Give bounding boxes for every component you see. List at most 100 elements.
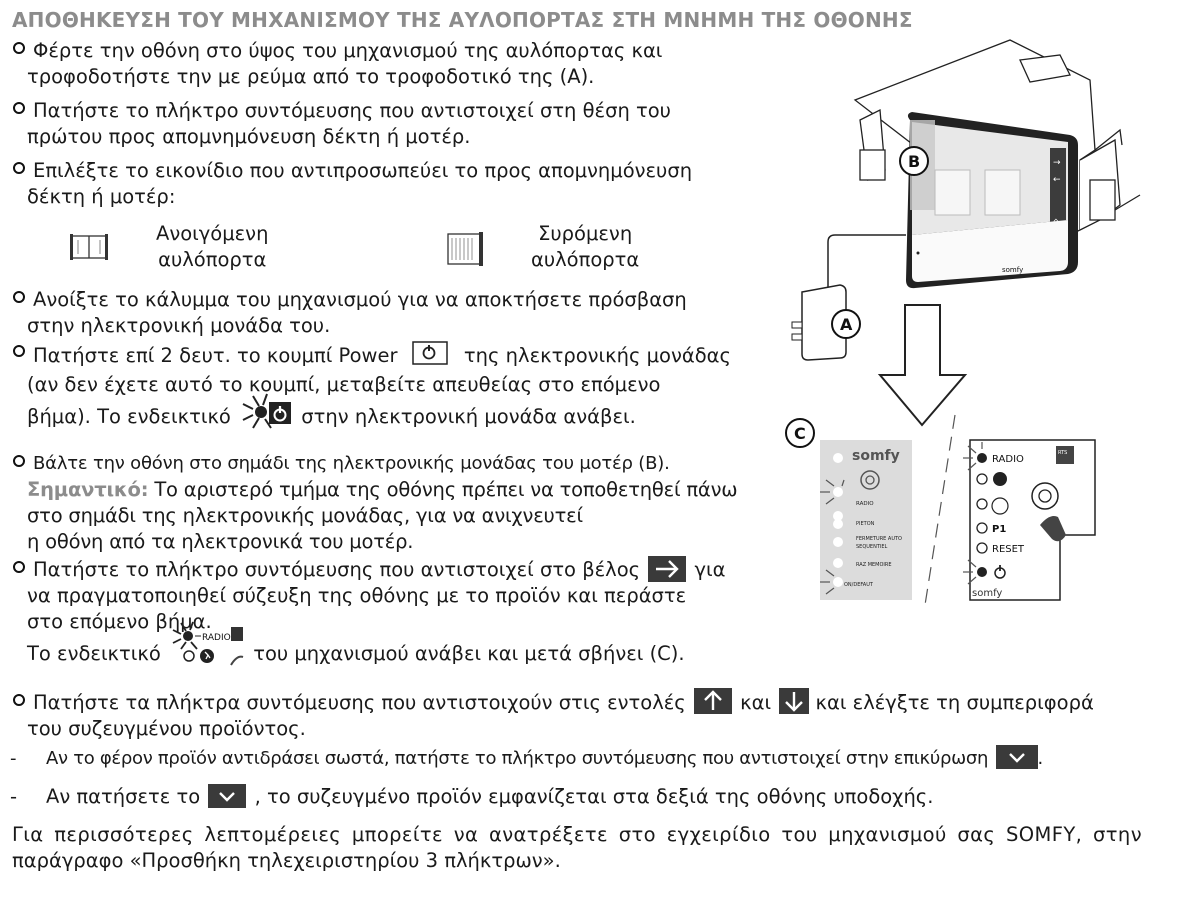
screen-right-arrow: → xyxy=(1053,158,1061,168)
dash-item-2: - Αν πατήσετε το , το συζευγμένο προϊόν … xyxy=(10,783,934,810)
arrow-down-icon xyxy=(779,687,810,714)
step-5: Πατήστε επί 2 δευτ. το κουμπί Power της … xyxy=(27,341,731,437)
label-c-circle xyxy=(785,418,815,448)
swing-gate-icon xyxy=(70,234,108,260)
bullet-icon xyxy=(13,38,25,64)
step-1: Φέρτε την οθόνη στο ύψος του μηχανισμού … xyxy=(27,38,663,90)
right-board-reset: RESET xyxy=(992,544,1025,555)
power-icon xyxy=(411,341,448,372)
check-icon xyxy=(995,745,1038,769)
step-8-line-2: του συζευγμένου προϊόντος. xyxy=(27,717,306,740)
bullet-icon xyxy=(13,287,25,313)
bullet-icon xyxy=(13,451,25,477)
power-cable xyxy=(827,234,906,288)
footer-line-2: παράγραφο «Προσθήκη τηλεχειριστηρίου 3 π… xyxy=(12,849,561,872)
step-4-line-1: Ανοίξτε το κάλυμμα του μηχανισμού για να… xyxy=(33,288,687,311)
swing-gate-label-1: Ανοιγόμενη xyxy=(156,222,269,245)
step-5-line-3b: στην ηλεκτρονική μονάδα ανάβει. xyxy=(301,405,636,428)
sliding-gate-label-1: Συρόμενη xyxy=(538,222,633,245)
step-6-line-2: Το αριστερό τμήμα της οθόνης πρέπει να τ… xyxy=(154,478,738,501)
step-8-line-1b: και xyxy=(740,691,772,714)
screen-left-arrow: ← xyxy=(1053,175,1061,185)
right-board-brand: somfy xyxy=(972,588,1002,599)
step-8-line-1c: και ελέγξτε τη συμπεριφορά xyxy=(815,691,1094,714)
step-7-line-4a: Το ενδεικτικό xyxy=(27,642,161,665)
footer-line-1: Για περισσότερες λεπτομέρειες μπορείτε ν… xyxy=(12,823,1142,846)
step-2-line-2: πρώτου προς απομνημόνευση δέκτη ή μοτέρ. xyxy=(27,125,471,148)
left-board-brand: somfy xyxy=(852,448,900,464)
step-5-line-1a: Πατήστε επί 2 δευτ. το κουμπί Power xyxy=(33,344,398,367)
page-title: ΑΠΟΘΗΚΕΥΣΗ ΤΟΥ ΜΗΧΑΝΙΣΜΟΥ ΤΗΣ ΑΥΛΟΠΟΡΤΑΣ… xyxy=(12,8,913,32)
swing-gate-label-2: αυλόπορτα xyxy=(158,248,267,271)
step-4-line-2: στην ηλεκτρονική μονάδα του. xyxy=(27,314,331,337)
swing-gate-label: Ανοιγόμενη αυλόπορτα xyxy=(156,221,268,273)
label-b-circle xyxy=(899,146,929,176)
step-4: Ανοίξτε το κάλυμμα του μηχανισμού για να… xyxy=(27,287,687,339)
step-7-line-4b: του μηχανισμού ανάβει και μετά σβήνει (C… xyxy=(253,642,685,665)
step-8: Πατήστε τα πλήκτρα συντόμευσης που αντισ… xyxy=(27,687,1094,742)
step-5-line-1b: της ηλεκτρονικής μονάδας xyxy=(463,344,731,367)
left-board-raz: RAZ MEMOIRE xyxy=(856,562,892,568)
arrow-up-icon xyxy=(693,687,732,714)
step-3-line-1: Επιλέξτε το εικονίδιο που αντιπροσωπεύει… xyxy=(33,159,693,182)
step-6-line-3: στο σημάδι της ηλεκτρονικής μονάδας, για… xyxy=(27,504,583,527)
arrow-right-icon xyxy=(648,555,687,582)
right-board-radio: RADIO xyxy=(992,454,1024,465)
step-7-line-1a: Πατήστε το πλήκτρο συντόμευσης που αντισ… xyxy=(33,558,641,581)
left-board-fermeture: FERMETURE AUTO xyxy=(856,536,902,542)
screen-device-illustration: → ← ⌂ somfy xyxy=(906,112,1078,289)
step-6-line-1: Βάλτε την οθόνη στο σημάδι της ηλεκτρονι… xyxy=(33,453,670,474)
step-2-line-1: Πατήστε το πλήκτρο συντόμευσης που αντισ… xyxy=(33,99,671,122)
step-8-line-1a: Πατήστε τα πλήκτρα συντόμευσης που αντισ… xyxy=(33,691,686,714)
led-radio-label: RADIO xyxy=(202,633,231,643)
dash-marker: - xyxy=(10,785,18,808)
sliding-gate-label: Συρόμενη αυλόπορτα xyxy=(531,221,639,273)
control-board-right: RADIO RTS P1 RESET somfy xyxy=(963,439,1096,601)
step-7: Πατήστε το πλήκτρο συντόμευσης που αντισ… xyxy=(27,555,726,674)
dash-item-1-end: . xyxy=(1037,748,1044,769)
left-board-pieton: PIETON xyxy=(856,521,875,527)
illustration: → ← ⌂ somfy B A C somfy RADIO PIETON FER… xyxy=(785,39,1141,606)
screen-brand: somfy xyxy=(1002,266,1023,274)
step-7-line-3: στο επόμενο βήμα. xyxy=(27,610,212,633)
rts-badge: RTS xyxy=(1058,450,1067,456)
led-radio-indicator-icon: RADIO xyxy=(169,621,245,674)
left-board-sequentiel: SEQUENTIEL xyxy=(856,544,888,550)
step-7-line-2: να πραγματοποιηθεί σύζευξη της οθόνης με… xyxy=(27,584,687,607)
led-power-indicator-icon xyxy=(239,392,293,437)
step-7-line-1b: για xyxy=(694,558,726,581)
left-board-ondefaut: ON/DEFAUT xyxy=(844,582,874,588)
bullet-icon xyxy=(13,98,25,124)
bullet-icon xyxy=(13,557,25,583)
dash-item-1: - Αν το φέρον προϊόν αντιδράσει σωστά, π… xyxy=(10,745,1044,772)
dash-item-2-text-a: Αν πατήσετε το xyxy=(46,785,201,808)
step-3: Επιλέξτε το εικονίδιο που αντιπροσωπεύει… xyxy=(27,158,693,210)
step-6: Βάλτε την οθόνη στο σημάδι της ηλεκτρονι… xyxy=(27,451,738,555)
bullet-icon xyxy=(13,341,25,367)
dash-item-1-text: Αν το φέρον προϊόν αντιδράσει σωστά, πατ… xyxy=(46,748,989,769)
footer-note: Για περισσότερες λεπτομέρειες μπορείτε ν… xyxy=(12,822,1142,874)
bullet-icon xyxy=(13,690,25,716)
label-a: A xyxy=(840,315,853,334)
label-b: B xyxy=(908,152,920,171)
step-3-line-2: δέκτη ή μοτέρ: xyxy=(27,185,176,208)
step-5-line-2: (αν δεν έχετε αυτό το κουμπί, μεταβείτε … xyxy=(27,373,661,396)
sliding-gate-icon xyxy=(447,232,483,266)
dash-marker: - xyxy=(10,748,17,769)
control-board-left: somfy RADIO PIETON FERMETURE AUTO SEQUEN… xyxy=(820,440,912,600)
step-2: Πατήστε το πλήκτρο συντόμευσης που αντισ… xyxy=(27,98,671,150)
check-icon xyxy=(208,783,247,808)
step-5-line-3a: βήμα). Το ενδεικτικό xyxy=(27,405,231,428)
label-a-circle xyxy=(831,309,861,339)
left-board-radio: RADIO xyxy=(856,501,874,507)
dash-item-2-text-b: , το συζευγμένο προϊόν εμφανίζεται στα δ… xyxy=(254,785,934,808)
step-1-line-2: τροφοδοτήστε την με ρεύμα από το τροφοδο… xyxy=(27,65,595,88)
sliding-gate-label-2: αυλόπορτα xyxy=(531,248,640,271)
panel-divider xyxy=(924,414,956,606)
bullet-icon xyxy=(13,158,25,184)
important-label: Σημαντικό: xyxy=(27,478,149,501)
label-c: C xyxy=(794,424,806,443)
power-adapter-icon xyxy=(791,284,847,361)
step-1-line-1: Φέρτε την οθόνη στο ύψος του μηχανισμού … xyxy=(33,39,663,62)
big-down-arrow-icon xyxy=(877,304,968,427)
